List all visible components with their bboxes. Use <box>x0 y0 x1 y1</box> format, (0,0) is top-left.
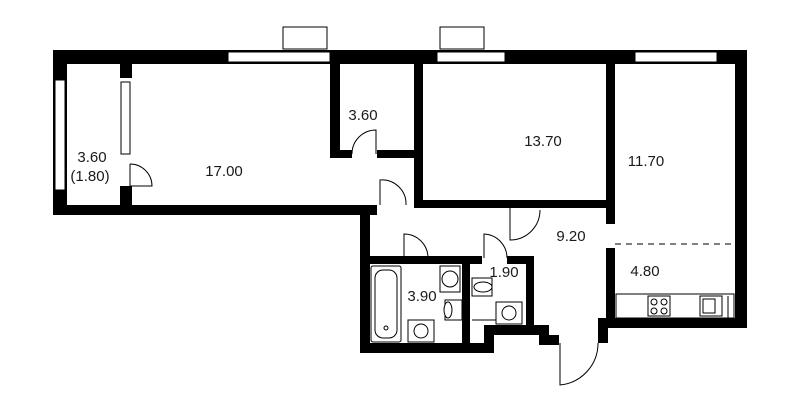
entrance-door <box>559 342 599 386</box>
doors <box>351 129 599 386</box>
bedroom-door <box>509 208 541 241</box>
room-label-bedroom-2: 11.70 <box>628 153 664 170</box>
room-label-kitchen: 4.80 <box>630 263 659 280</box>
toilet-fixtures <box>471 277 523 325</box>
room-label-hall: 9.20 <box>556 228 585 245</box>
closet-door <box>351 129 377 155</box>
room-label-toilet: 1.90 <box>489 264 518 281</box>
external-unit-left <box>282 26 328 50</box>
toilet-door <box>483 233 508 259</box>
room-label-bathroom: 3.90 <box>407 288 436 305</box>
bathroom-door <box>403 233 429 259</box>
window-bedroom <box>436 51 506 63</box>
room-label-balcony: 3.60 <box>77 149 106 166</box>
balcony-area <box>53 64 153 214</box>
living-door <box>379 179 407 206</box>
window-bedroom-2 <box>634 51 718 63</box>
room-label-living-room: 17.00 <box>205 163 243 180</box>
kitchen-counter <box>615 243 735 319</box>
room-label-bedroom: 13.70 <box>524 133 562 150</box>
room-label-closet: 3.60 <box>348 107 377 124</box>
bathroom-fixtures <box>370 265 463 343</box>
external-unit-mid <box>439 26 485 50</box>
interior-walls <box>330 64 615 346</box>
room-label-balcony-secondary: (1.80) <box>70 168 109 185</box>
window-living <box>227 51 331 63</box>
